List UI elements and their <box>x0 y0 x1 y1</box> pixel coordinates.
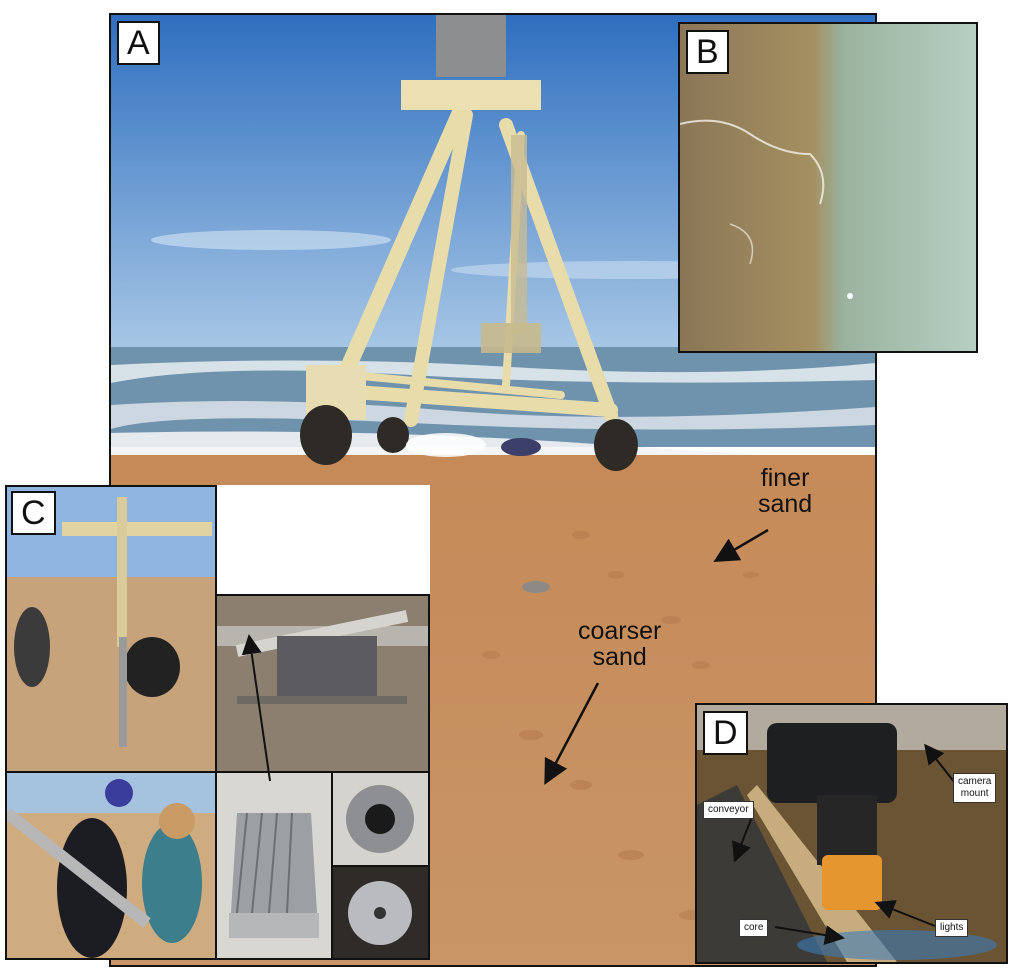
finer-sand-line2: sand <box>758 490 813 518</box>
lights-tag: lights <box>935 919 969 937</box>
panel-c-photo-core-cutter <box>215 771 333 960</box>
coarser-sand-annotation: coarser sand <box>578 618 661 670</box>
panel-c-photo-workshop <box>215 594 430 774</box>
panel-a-label: A <box>117 21 160 65</box>
finer-sand-line1: finer <box>760 464 810 492</box>
finer-sand-annotation: finer sand <box>758 465 812 517</box>
camera-mount-tag-line2: mount <box>960 788 989 799</box>
rock <box>522 581 550 593</box>
camera-mount-tag: camera mount <box>953 773 997 803</box>
coarser-sand-line2: sand <box>592 643 647 671</box>
panel-c-photo-cutter-bottom <box>331 865 430 960</box>
conveyor-tag: conveyor <box>703 801 754 819</box>
water-closeup <box>680 24 976 351</box>
core-tag: core <box>739 919 769 937</box>
panel-c-photo-coring <box>5 485 217 775</box>
panel-c-photo-cutter-top <box>331 771 430 867</box>
panel-b-label: B <box>686 30 729 74</box>
panel-c-photo-team <box>5 771 217 960</box>
camera <box>767 723 897 803</box>
panel-d-label: D <box>703 711 748 755</box>
panel-c-group: C <box>5 485 430 960</box>
panel-c-label: C <box>11 491 56 535</box>
tripod-structure <box>319 102 618 427</box>
coarser-sand-line1: coarser <box>578 617 662 645</box>
panel-b-photo: B <box>678 22 978 353</box>
camera-mount-tag-line1: camera <box>958 776 992 787</box>
wheel <box>300 405 352 465</box>
lights <box>822 855 882 910</box>
panel-d-photo: D camera mount conveyor core lights <box>695 703 1008 964</box>
instrument-housing <box>436 15 506 77</box>
platform <box>401 80 541 110</box>
